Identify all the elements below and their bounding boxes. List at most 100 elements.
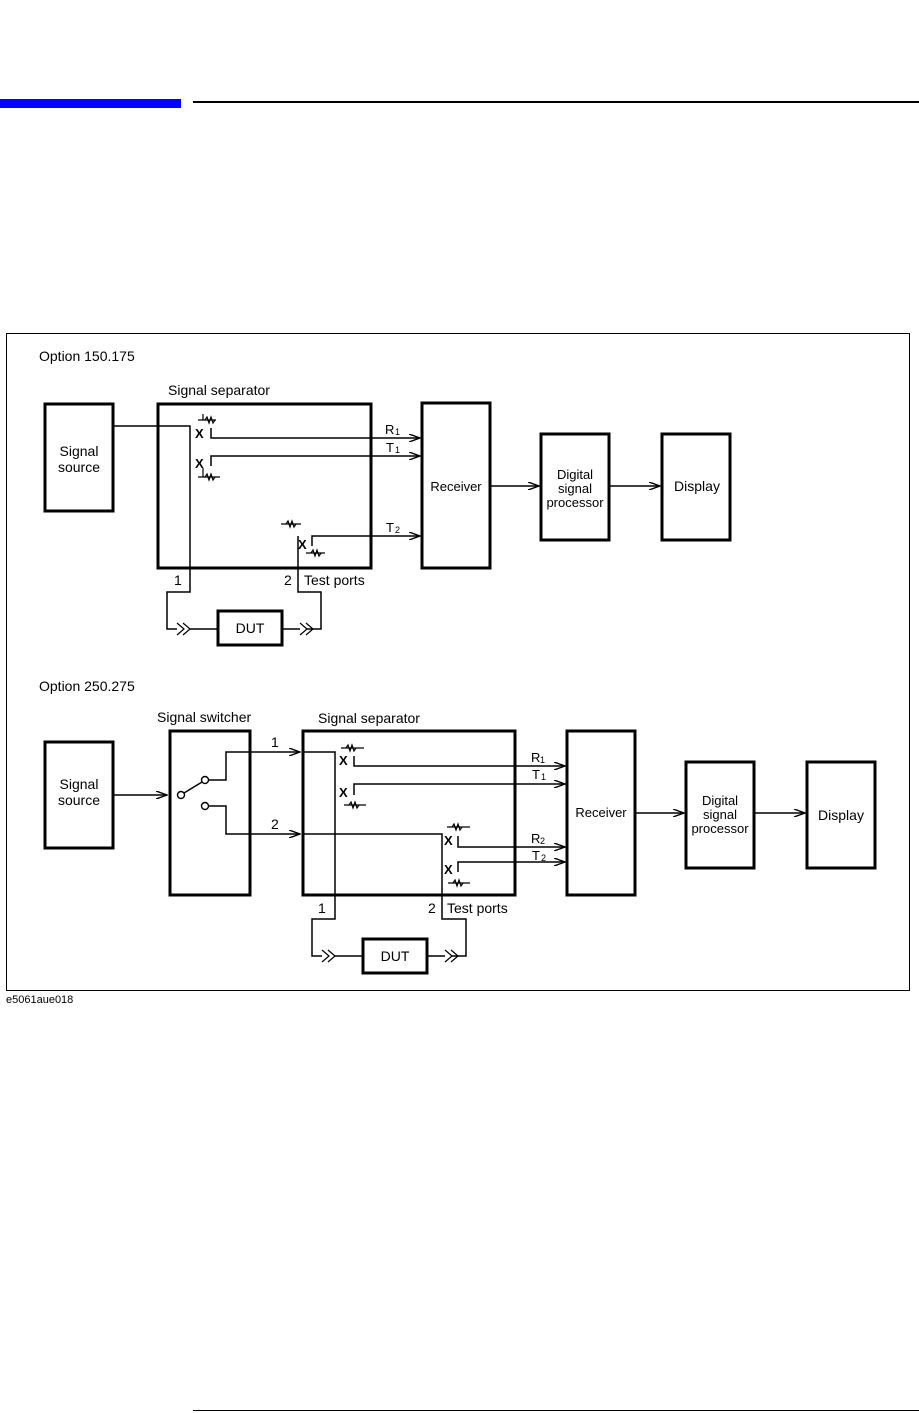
option2-t2-label: T	[532, 848, 540, 863]
option2-dut-box	[361, 937, 429, 975]
option2-display-box	[805, 760, 877, 870]
option2-resistor-t1	[348, 800, 360, 810]
option1-title: Option 150.175	[39, 348, 135, 364]
option2-switch-blade	[183, 781, 203, 794]
option1-coupler-r1: X	[195, 426, 204, 441]
option1-dut-label: DUT	[236, 620, 265, 636]
option1-r1-sub: 1	[395, 427, 400, 437]
option2-path2-label: 2	[271, 816, 279, 832]
option1-dsp-label-3: processor	[546, 495, 604, 510]
option1-receiver-label: Receiver	[430, 479, 482, 494]
option2-path1-arrow	[208, 752, 300, 781]
option2-resistor-r1	[345, 743, 357, 753]
option1-resistor-r1	[204, 415, 216, 425]
option2-resistor-r2	[451, 822, 463, 832]
option1-t2-label: T	[386, 520, 394, 535]
option2-coupler-r2: X	[444, 833, 453, 848]
option2-coupler-t2: X	[444, 862, 453, 877]
option1-r1-label: R	[385, 422, 394, 437]
option2-dsp-label-2: signal	[703, 807, 737, 822]
figure-id: e5061aue018	[6, 994, 74, 1006]
option2-t1-label: T	[532, 767, 540, 782]
option2-title: Option 250.275	[39, 678, 135, 694]
option2-path2-arrow	[208, 805, 300, 834]
option2-dsp-box	[684, 760, 756, 870]
option1-signal-source-label-2: source	[58, 459, 100, 475]
header-accent-bar	[0, 99, 181, 108]
option2-signal-source-label-1: Signal	[60, 776, 99, 792]
option1-coupler-t2: X	[298, 537, 307, 552]
option2-signal-source-label-2: source	[58, 792, 100, 808]
option1-separator-label: Signal separator	[168, 382, 270, 398]
option2-port1-label: 1	[318, 900, 326, 916]
option1-dsp-label-1: Digital	[557, 467, 593, 482]
option2-resistor-t2	[452, 878, 464, 888]
option2-r2-sub: 2	[540, 836, 545, 846]
option1-dsp-label-2: signal	[558, 481, 592, 496]
option1-signal-separator-box	[156, 402, 373, 570]
option2-connector-right	[444, 949, 459, 963]
option2-r1-arrow	[353, 756, 565, 766]
option2-dut-label: DUT	[381, 948, 410, 964]
option1-diagram: Option 150.175 Signal source Signal sepa…	[39, 348, 732, 647]
option1-port1-line	[113, 425, 191, 630]
option1-signal-source-label-1: Signal	[60, 443, 99, 459]
option1-r1-arrow	[210, 428, 420, 438]
option1-resistor-t2a	[285, 519, 297, 529]
option1-t2-arrow	[311, 536, 420, 546]
option1-dsp-box	[539, 432, 611, 542]
footer-rule	[193, 1410, 919, 1411]
option1-t2-sub: 2	[395, 525, 400, 535]
option2-switcher-label: Signal switcher	[157, 709, 251, 725]
option1-test-ports-label: Test ports	[304, 572, 365, 588]
option2-switch-contact-2	[200, 801, 210, 811]
option1-dut-box	[216, 609, 284, 647]
option2-diagram: Option 250.275 Signal source Signal swit…	[39, 678, 877, 975]
option2-switch-contact-1	[200, 775, 210, 785]
option1-signal-source-box	[43, 402, 115, 513]
option2-t2-arrow	[457, 862, 565, 872]
option2-test-ports-label: Test ports	[447, 900, 508, 916]
option1-resistor-t1	[204, 472, 216, 482]
figure-frame	[6, 333, 910, 991]
option2-r1-sub: 1	[540, 755, 545, 765]
option1-load-r1	[198, 414, 216, 421]
option2-signal-separator-box	[301, 729, 517, 897]
option1-port1-label: 1	[174, 572, 182, 588]
option1-port2-label: 2	[284, 572, 292, 588]
header-rule	[193, 101, 919, 103]
option2-display-label: Display	[818, 807, 864, 823]
option2-receiver-box	[565, 729, 637, 897]
option1-display-box	[660, 432, 732, 542]
option2-connector-left	[321, 949, 336, 963]
option2-port1-line	[303, 751, 336, 957]
option2-receiver-label: Receiver	[575, 805, 627, 820]
option2-r2-arrow	[457, 836, 565, 847]
option2-path1-label: 1	[271, 734, 279, 750]
option2-r2-label: R	[531, 831, 540, 846]
option1-load-t1	[198, 468, 220, 478]
option2-separator-label: Signal separator	[318, 710, 420, 726]
option2-t1-arrow	[353, 784, 565, 795]
option2-port2-line	[303, 833, 467, 957]
option1-receiver-box	[420, 401, 492, 570]
option2-coupler-t1: X	[339, 785, 348, 800]
option1-coupler-t1: X	[195, 456, 204, 471]
option1-port2-line	[297, 536, 322, 630]
option1-connector-left	[176, 622, 191, 636]
option2-dsp-label-3: processor	[691, 821, 749, 836]
option1-connector-right	[299, 622, 314, 636]
option1-resistor-t2b	[310, 548, 322, 558]
option2-dsp-label-1: Digital	[702, 793, 738, 808]
option2-t2-sub: 2	[541, 853, 546, 863]
option2-signal-switcher-box	[168, 729, 252, 897]
option2-port2-label: 2	[428, 900, 436, 916]
option2-switch-common	[176, 790, 186, 800]
option1-t1-sub: 1	[395, 445, 400, 455]
option2-t1-sub: 1	[541, 772, 546, 782]
option2-coupler-r1: X	[339, 753, 348, 768]
option1-t1-label: T	[386, 440, 394, 455]
option1-t1-arrow	[210, 456, 420, 466]
option2-r1-label: R	[531, 750, 540, 765]
